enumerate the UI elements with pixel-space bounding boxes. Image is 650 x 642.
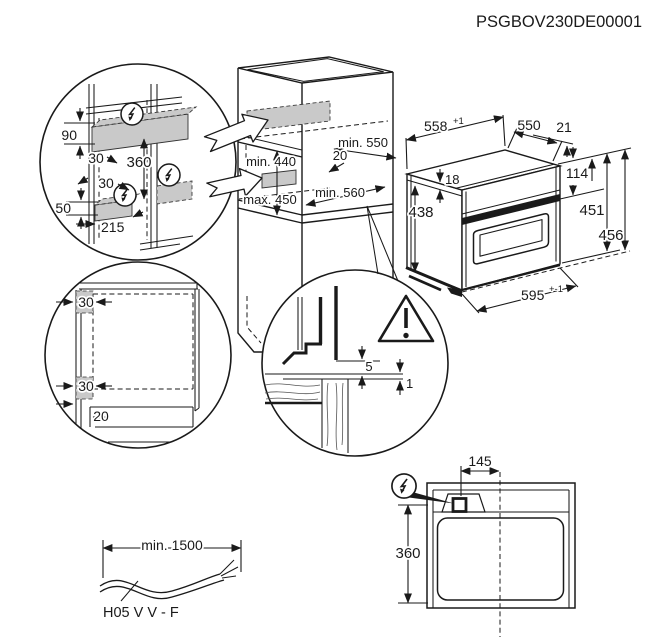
- dim-5: 5: [365, 359, 372, 374]
- dim-20-corner: 20: [93, 408, 109, 424]
- power-cable: min. 1500 H05 V V - F: [99, 535, 242, 623]
- outlet-zone-right: [156, 180, 193, 205]
- dim-360: 360: [126, 154, 151, 171]
- callout-arrow-upper: [203, 113, 269, 153]
- clearance-zone-top: [75, 290, 94, 314]
- corner-detail-circle: 30 30 20: [44, 261, 232, 449]
- dim-20-niche: 20: [333, 148, 347, 163]
- dim-215: 215: [101, 219, 125, 235]
- warning-icon: [377, 294, 435, 343]
- callout-arrows: [203, 113, 399, 282]
- electric-connection-icon: [391, 473, 417, 499]
- dim-114: 114: [566, 165, 589, 181]
- dim-21: 21: [556, 119, 572, 135]
- clearance-zone-bottom: [75, 376, 94, 400]
- dim-min-440: min. 440: [246, 154, 296, 169]
- niche-dimensions: min. 440 max. 450 min. 550 20 min. 560: [242, 133, 397, 216]
- dim-595-tolerance: +-1: [549, 284, 563, 295]
- dim-30-mid: 30: [98, 175, 114, 191]
- dim-438: 438: [408, 204, 433, 221]
- oven-door-window: [472, 213, 550, 265]
- oven-isometric: 438 18 558 +1 550 21 114 451 456 595 +-1: [404, 115, 632, 314]
- dim-595: 595: [521, 287, 545, 303]
- dim-18: 18: [445, 172, 459, 187]
- gap-detail-circle: 5 1: [261, 269, 449, 457]
- electrical-zone-niche: [261, 169, 297, 189]
- electric-connection-icon: [157, 163, 181, 187]
- top-view: 145 360: [391, 451, 576, 637]
- dim-min-1500: min. 1500: [141, 537, 203, 553]
- callout-arrow-lower: [206, 167, 263, 198]
- dim-min-550: min. 550: [338, 135, 388, 150]
- dim-max-450: max. 450: [243, 192, 296, 207]
- dim-558: 558: [424, 118, 448, 134]
- dim-30-corner-top: 30: [78, 294, 94, 310]
- dim-558-tolerance: +1: [453, 116, 464, 127]
- wood-grain: [264, 382, 344, 451]
- dim-550: 550: [517, 117, 541, 133]
- dim-30-corner-bottom: 30: [78, 378, 94, 394]
- dim-451: 451: [579, 202, 604, 219]
- dim-90: 90: [61, 127, 77, 143]
- dim-50: 50: [55, 200, 71, 216]
- wall-detail-circle: 90 30 360 30 50 215: [39, 63, 237, 261]
- oven-handle: [462, 194, 560, 225]
- connection-box: [451, 497, 468, 513]
- cable-type-label: H05 V V - F: [103, 605, 179, 621]
- dim-1: 1: [406, 376, 413, 391]
- dim-456: 456: [598, 227, 623, 244]
- dim-30-top: 30: [88, 150, 104, 166]
- electric-connection-icon: [120, 102, 144, 126]
- dim-min-560: min. 560: [315, 185, 365, 200]
- product-code: PSGBOV230DE00001: [476, 13, 642, 31]
- dim-145: 145: [468, 453, 492, 469]
- dim-360-top-view: 360: [395, 545, 420, 562]
